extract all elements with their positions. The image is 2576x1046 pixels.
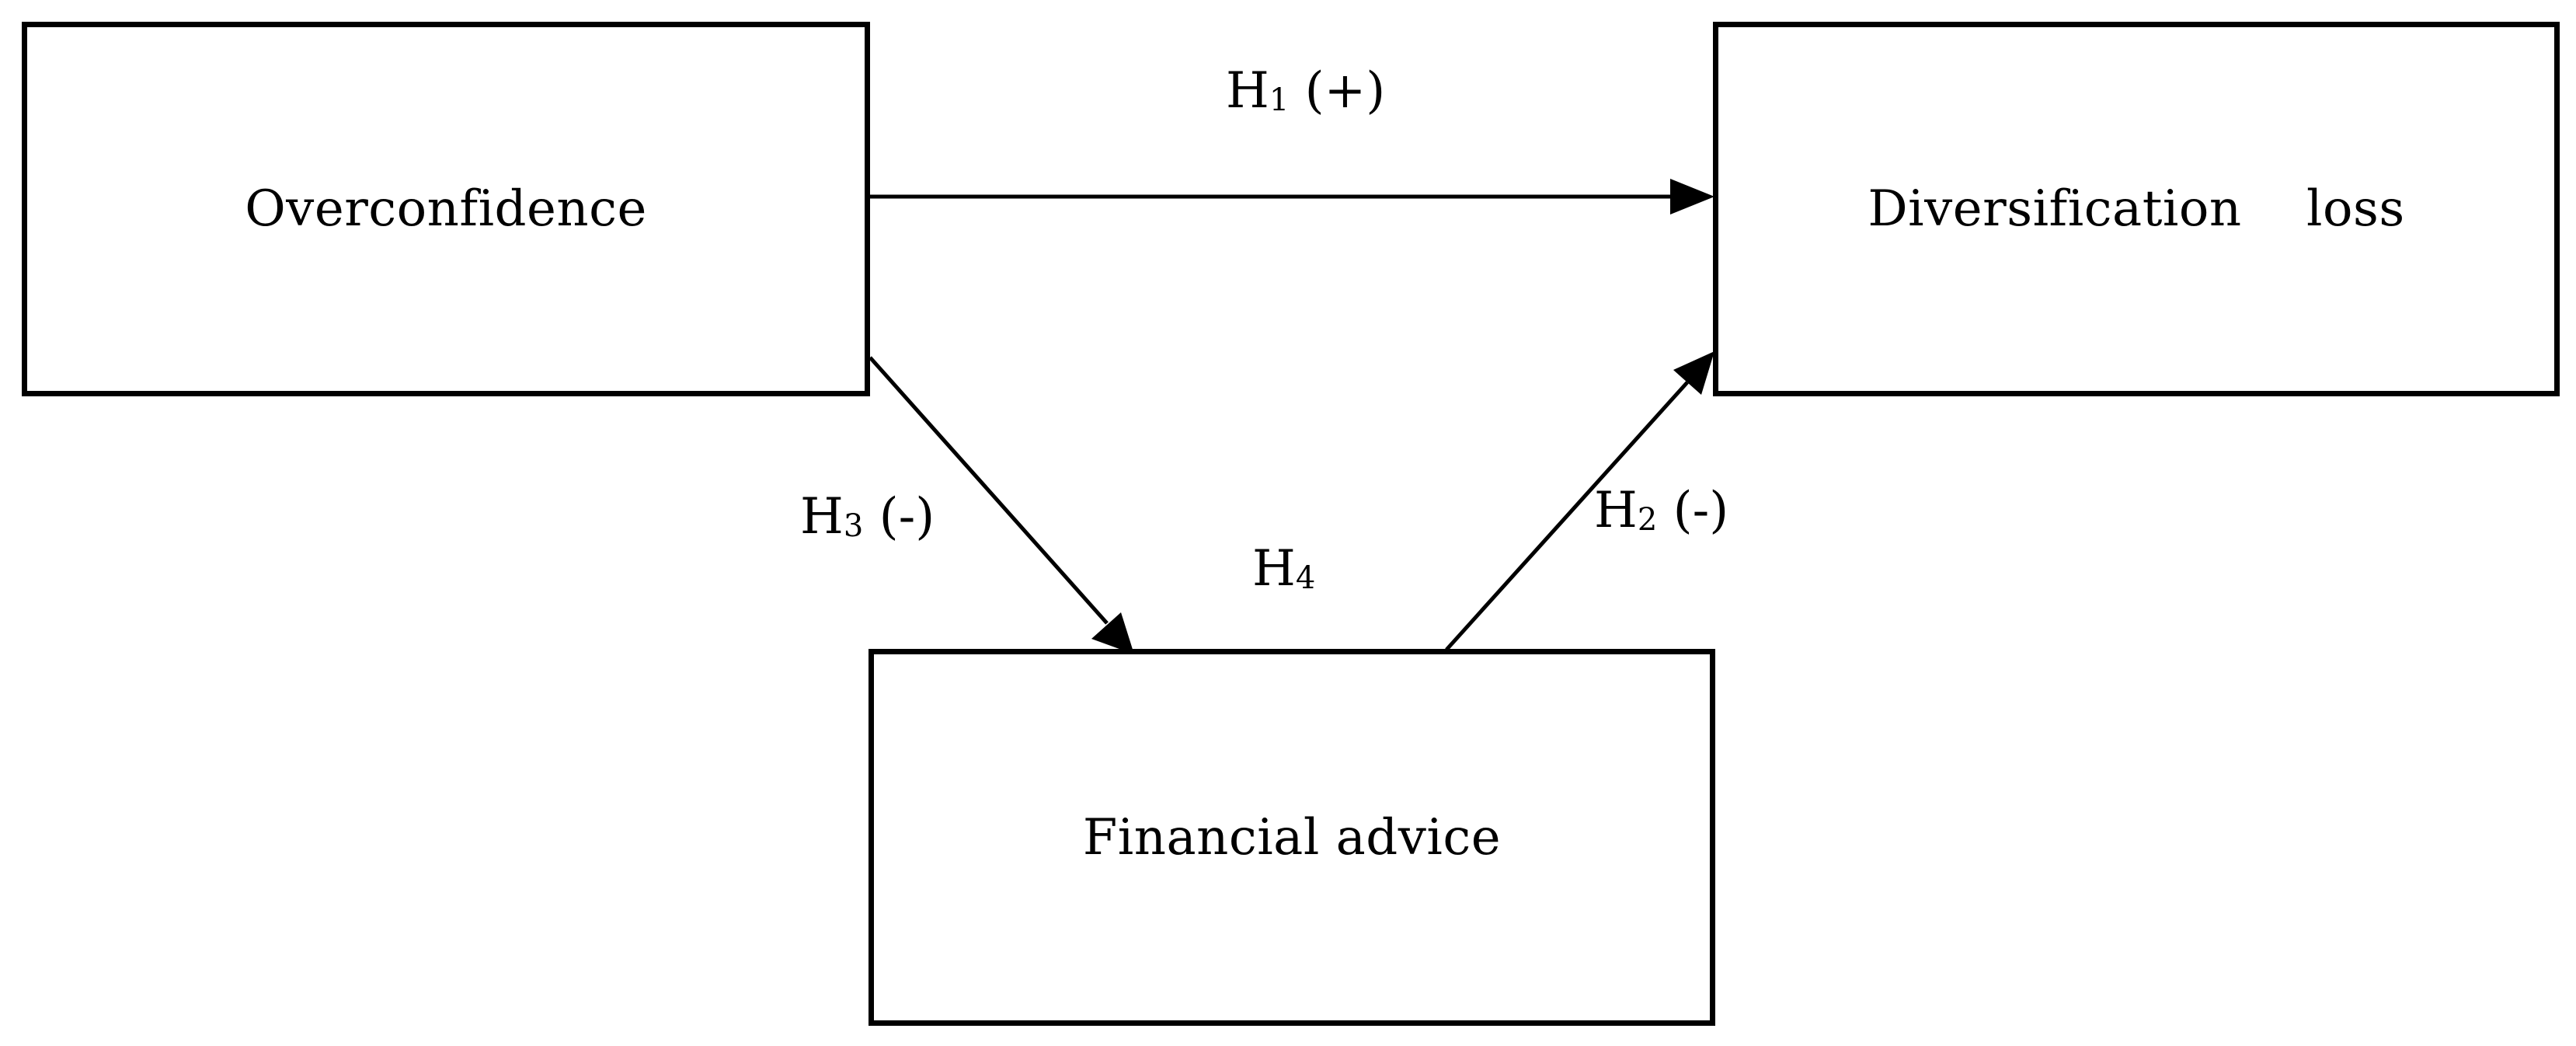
edge-label-h1-sign: (+): [1289, 62, 1386, 120]
edge-label-h2-letter: H: [1594, 482, 1638, 539]
node-diversification-loss-label: Diversification loss: [1868, 180, 2405, 238]
arrow-h2: [1445, 381, 1689, 651]
arrowhead-h3: [1091, 612, 1134, 654]
edge-label-h1-index: 1: [1269, 82, 1290, 118]
edge-label-h3: H3 (-): [800, 492, 935, 542]
edge-label-h4: H4: [1252, 544, 1315, 594]
edge-label-h3-index: 3: [843, 508, 864, 544]
node-overconfidence-label: Overconfidence: [245, 180, 647, 238]
arrowhead-h1: [1670, 179, 1714, 214]
node-overconfidence: Overconfidence: [22, 22, 870, 396]
node-diversification-loss: Diversification loss: [1713, 22, 2560, 396]
node-financial-advice: Financial advice: [869, 649, 1715, 1026]
edge-label-h1-letter: H: [1226, 62, 1269, 120]
edge-label-h3-letter: H: [800, 488, 844, 546]
edge-label-h2: H2 (-): [1594, 486, 1728, 535]
edge-label-h4-index: 4: [1295, 560, 1316, 596]
edge-label-h1: H1 (+): [1226, 66, 1385, 116]
edge-label-h3-sign: (-): [863, 488, 935, 546]
edge-label-h4-letter: H: [1252, 540, 1296, 598]
node-financial-advice-label: Financial advice: [1082, 808, 1502, 866]
edge-label-h2-index: 2: [1637, 502, 1658, 538]
arrowhead-h2: [1673, 351, 1714, 395]
edge-label-h2-sign: (-): [1657, 482, 1729, 539]
arrow-h3: [869, 356, 1109, 625]
